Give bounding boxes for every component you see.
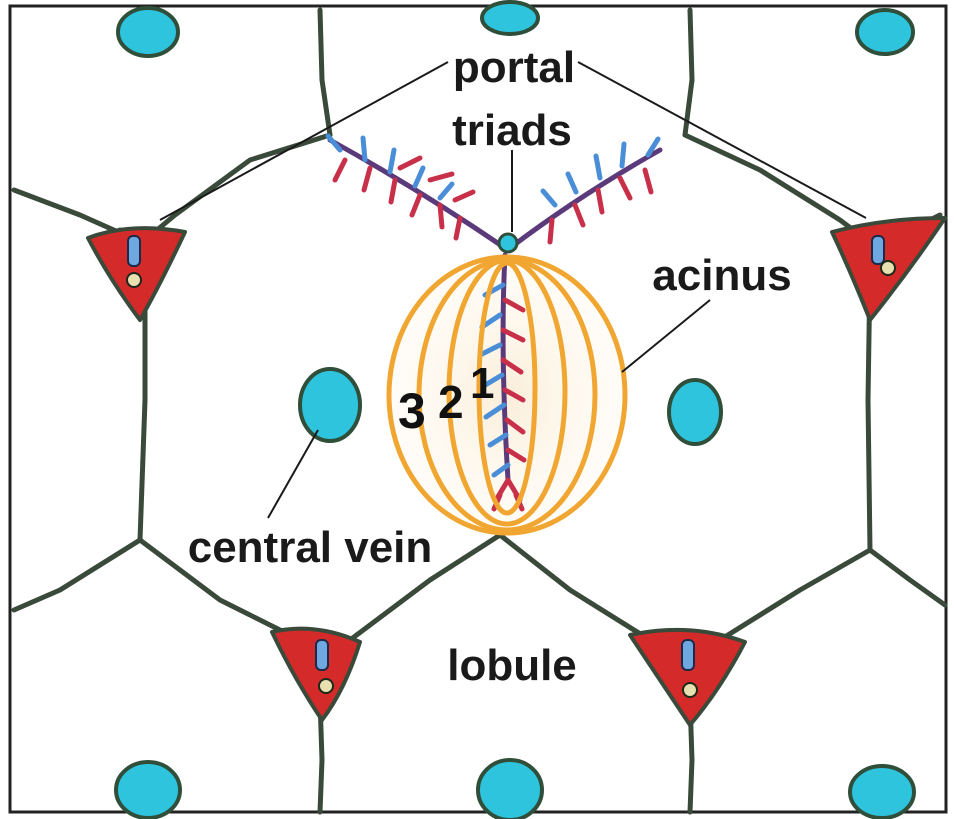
central-vein-icon: [300, 369, 360, 441]
portal-label: portal: [453, 43, 575, 92]
acinus-label: acinus: [652, 251, 791, 300]
zone-1-label: 1: [470, 359, 494, 408]
lobule-label: lobule: [447, 641, 577, 690]
zone-2-label: 2: [438, 376, 464, 428]
central-vein-icon: [116, 762, 180, 818]
portal-triad-node-icon: [499, 234, 517, 252]
central-vein-label: central vein: [188, 523, 433, 572]
triads-label: triads: [452, 106, 572, 155]
central-vein-icon: [118, 8, 178, 56]
zone-3-label: 3: [398, 383, 426, 439]
central-vein-icon: [478, 760, 542, 819]
central-vein-icon: [857, 10, 913, 54]
central-vein-icon: [850, 766, 914, 818]
central-vein-icon: [482, 2, 538, 34]
central-vein-icon: [669, 380, 721, 444]
